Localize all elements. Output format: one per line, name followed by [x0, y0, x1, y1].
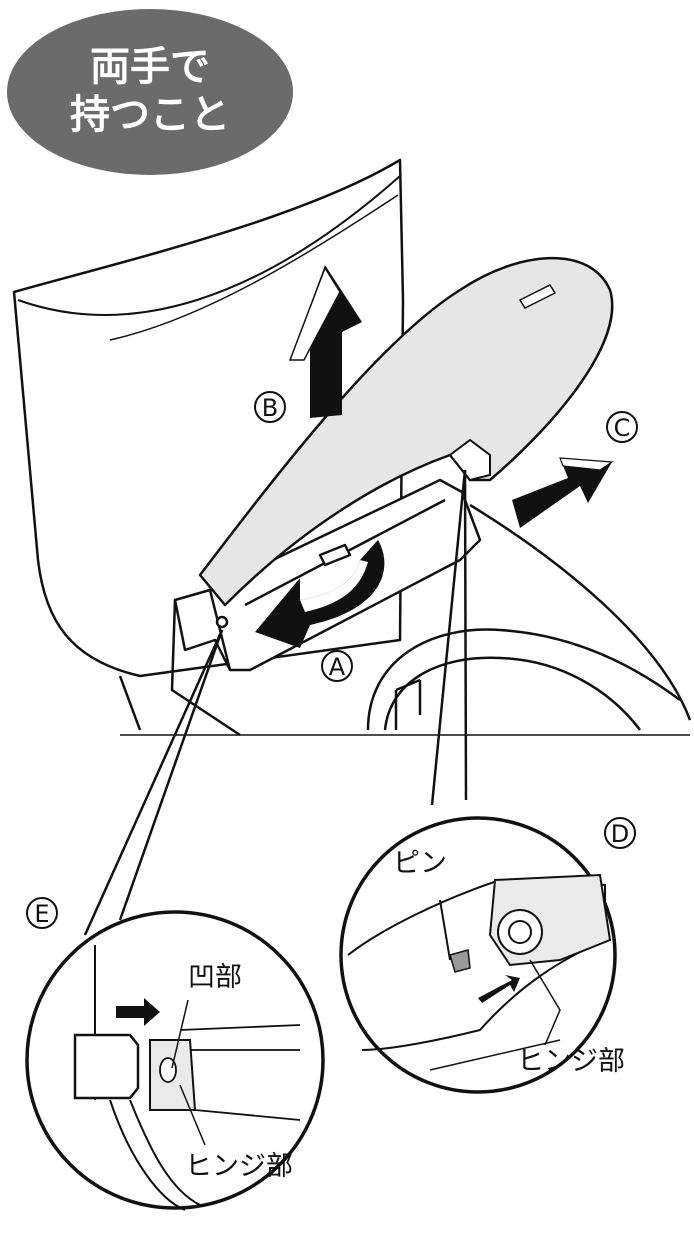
- svg-text:C: C: [614, 414, 631, 442]
- marker-b: B: [254, 391, 286, 423]
- detail-d-pin-label: ピン: [393, 848, 447, 879]
- two-hands-badge: 両手で 持つこと: [7, 9, 293, 175]
- toilet-base: [118, 503, 692, 737]
- detail-e-hinge-label: ヒンジ部: [185, 1151, 293, 1182]
- marker-e: E: [26, 897, 58, 929]
- arrow-a-swing: [255, 540, 385, 648]
- detail-e-magnifier: 凹部 ヒンジ部: [25, 910, 325, 1211]
- detail-d-magnifier: ピン ヒンジ部: [339, 816, 625, 1094]
- svg-text:D: D: [611, 820, 629, 848]
- detail-e-recess-label: 凹部: [188, 962, 242, 993]
- arrow-c-right: [512, 457, 614, 528]
- marker-c: C: [606, 411, 638, 443]
- detail-d-hinge-label: ヒンジ部: [517, 1046, 625, 1077]
- marker-d: D: [604, 817, 636, 849]
- marker-a: A: [321, 650, 353, 682]
- svg-text:B: B: [262, 394, 278, 422]
- svg-text:E: E: [34, 900, 49, 928]
- toilet-lid: [198, 256, 614, 607]
- badge-line-1: 両手で: [90, 44, 210, 90]
- arrow-b-up: [288, 265, 362, 418]
- svg-text:A: A: [329, 653, 346, 681]
- leader-lines: [83, 469, 468, 936]
- badge-line-2: 持つこと: [70, 92, 230, 138]
- hinge-bracket: [173, 478, 482, 672]
